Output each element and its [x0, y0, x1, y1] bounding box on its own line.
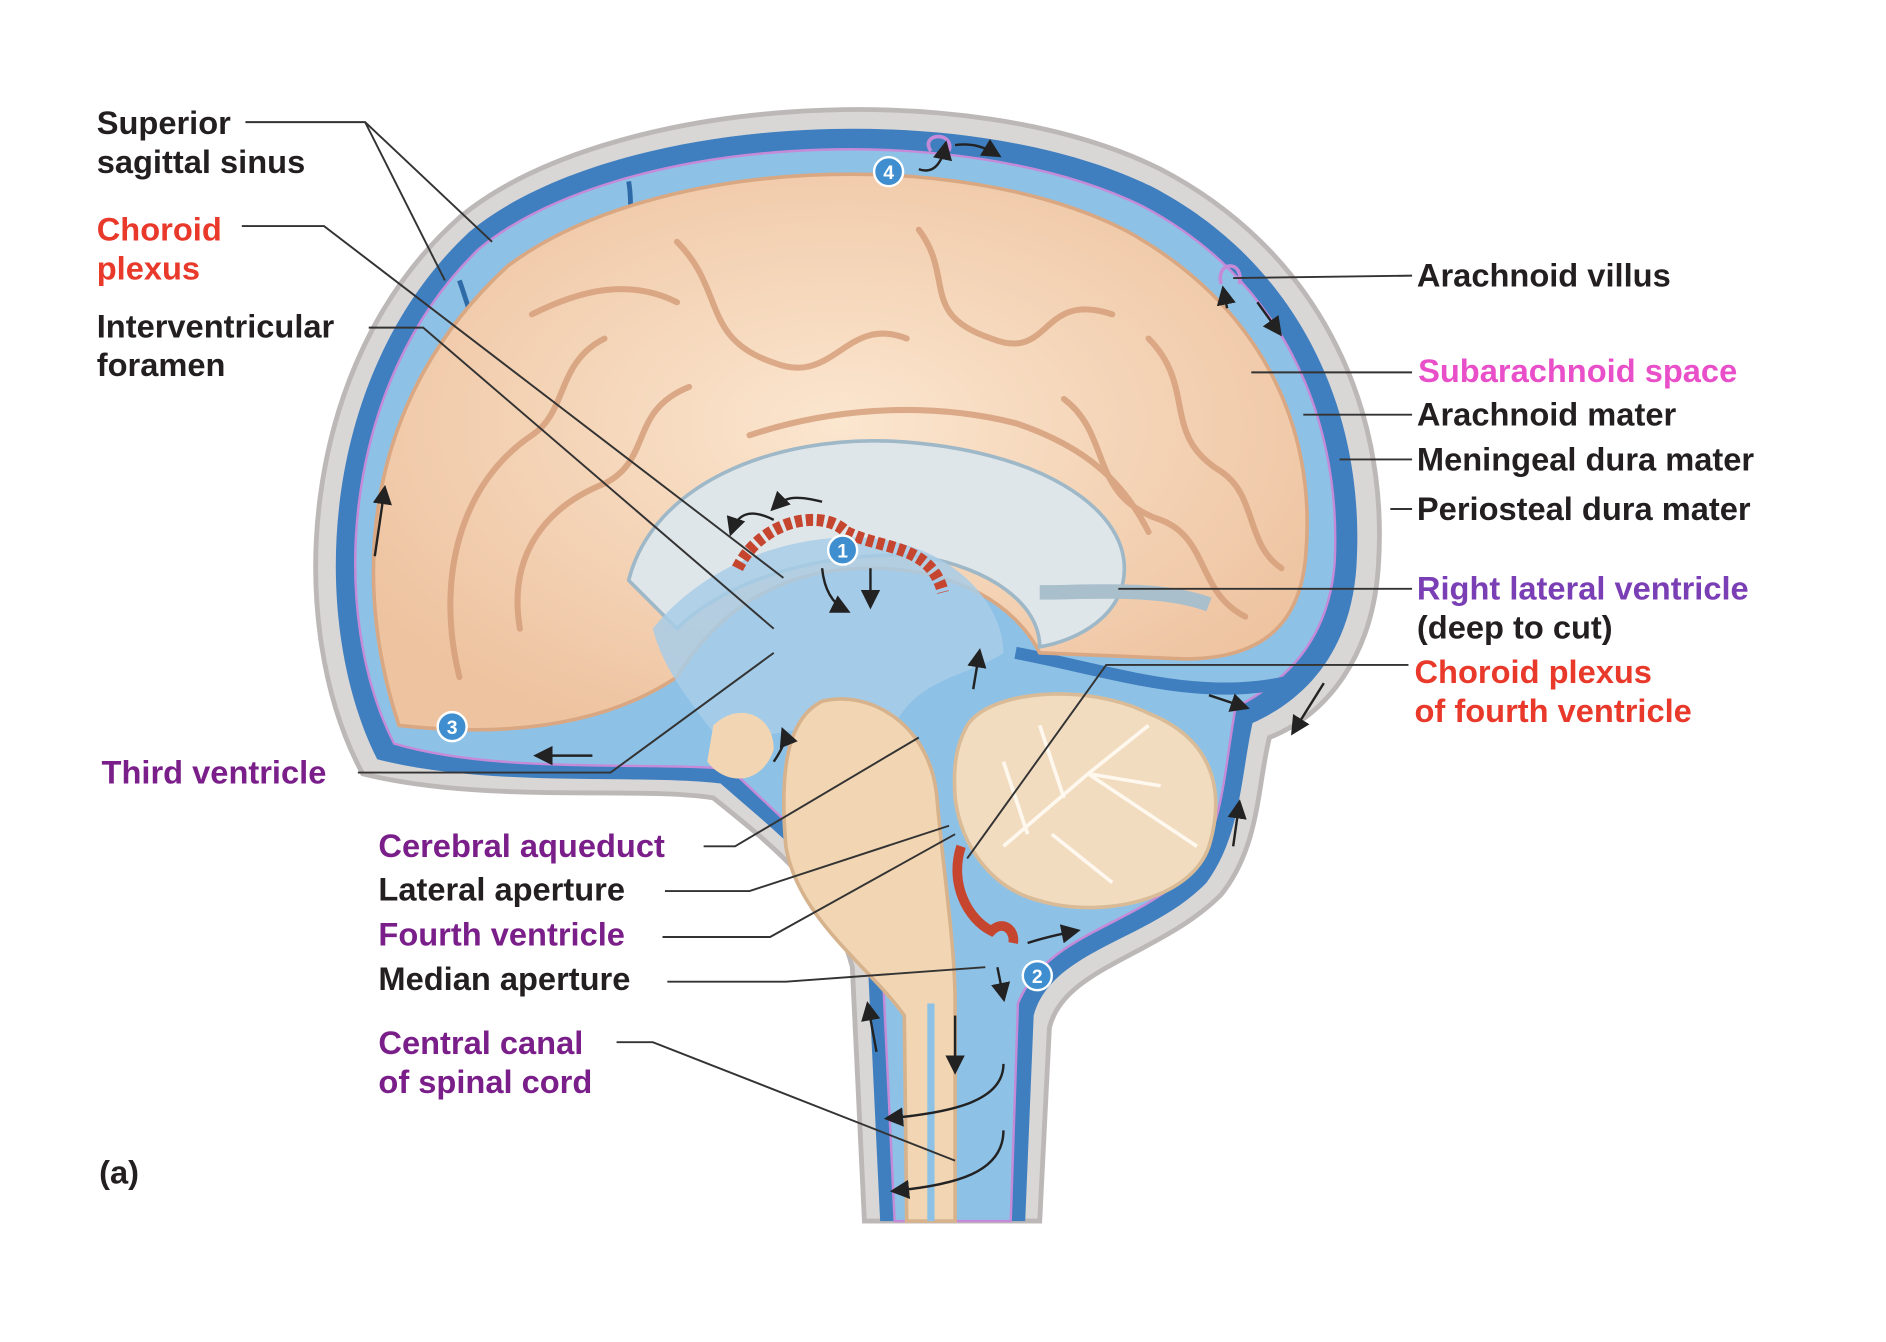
figure-label: (a)	[99, 1154, 139, 1191]
label-subarachnoid-space: Subarachnoid space	[1418, 352, 1737, 389]
label-interventricular-foramen: Interventricular	[97, 307, 335, 344]
label-superior-sagittal-sinus-2: sagittal sinus	[97, 143, 305, 180]
cerebrum	[371, 172, 1309, 750]
label-cerebral-aqueduct: Cerebral aqueduct	[378, 827, 665, 864]
label-fourth-ventricle: Fourth ventricle	[378, 915, 625, 952]
svg-text:3: 3	[447, 717, 458, 739]
label-third-ventricle: Third ventricle	[102, 753, 327, 790]
svg-text:1: 1	[837, 540, 848, 562]
step-marker-2: 2	[1021, 959, 1054, 992]
cerebellum	[952, 692, 1218, 944]
label-arachnoid-mater: Arachnoid mater	[1417, 396, 1677, 433]
label-median-aperture: Median aperture	[378, 960, 630, 997]
label-central-canal-2: of spinal cord	[378, 1063, 592, 1100]
svg-text:4: 4	[883, 162, 894, 184]
csf-flow-arrows	[372, 138, 1325, 1200]
label-right-lateral-ventricle: Right lateral ventricle	[1417, 570, 1749, 607]
step-marker-4: 4	[872, 155, 905, 188]
step-marker-1: 1	[826, 534, 859, 566]
label-right-lateral-ventricle-2: (deep to cut)	[1417, 608, 1613, 645]
labels: Superior sagittal sinus Choroid plexus I…	[97, 104, 1755, 1190]
svg-text:2: 2	[1032, 966, 1043, 988]
brainstem	[707, 697, 957, 1223]
label-central-canal: Central canal	[378, 1024, 583, 1061]
label-choroid-plexus-2: plexus	[97, 249, 200, 286]
label-arachnoid-villus: Arachnoid villus	[1417, 257, 1671, 294]
leader-lines	[241, 121, 1413, 1162]
label-lateral-aperture: Lateral aperture	[378, 871, 625, 908]
label-periosteal-dura-mater: Periosteal dura mater	[1417, 490, 1751, 527]
label-interventricular-foramen-2: foramen	[97, 346, 226, 383]
label-choroid-plexus-fourth: Choroid plexus	[1415, 653, 1652, 690]
step-marker-3: 3	[436, 710, 468, 743]
label-meningeal-dura-mater: Meningeal dura mater	[1417, 440, 1755, 477]
label-superior-sagittal-sinus: Superior	[97, 104, 231, 141]
label-choroid-plexus-fourth-2: of fourth ventricle	[1415, 692, 1692, 729]
label-choroid-plexus: Choroid	[97, 211, 222, 248]
